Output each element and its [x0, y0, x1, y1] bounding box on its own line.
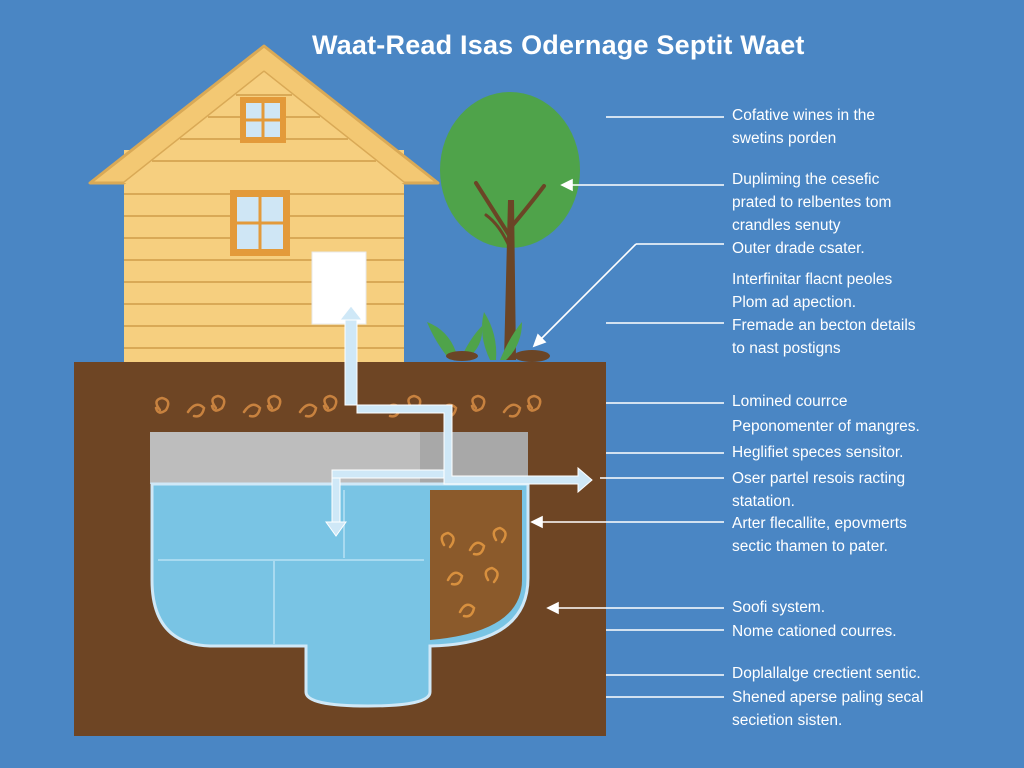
house [88, 44, 440, 362]
label-2: Dupliming the cesefic prated to relbente… [732, 171, 892, 257]
arrow-up-icon [338, 305, 364, 321]
arrow-down-icon [325, 521, 347, 537]
small-plants [427, 312, 550, 362]
attic-window [240, 97, 286, 143]
septic-tank [150, 482, 530, 708]
label-10: Nome cationed courres. [732, 623, 897, 640]
pipe-flow [325, 305, 593, 537]
label-9: Soofi system. [732, 599, 826, 616]
label-1: Cofative wines in the swetins porden [732, 107, 876, 147]
label-7: Oser partel resois racting statation. [732, 470, 906, 510]
label-4: Lomined courrce [732, 393, 848, 410]
label-6: Heglifiet speces sensitor. [732, 444, 904, 461]
label-5: Peponomenter of mangres. [732, 418, 920, 435]
leader-lines [530, 116, 724, 698]
label-12: Shened aperse paling secal secietion sis… [732, 689, 924, 729]
tree [440, 92, 580, 360]
label-3: Interfinitar flacnt peoles Plom ad apect… [732, 271, 916, 357]
house-door [311, 251, 367, 325]
arrow-left-icon [560, 178, 573, 192]
label-8: Arter flecallite, epovmerts sectic thame… [732, 515, 907, 555]
house-window [230, 190, 290, 256]
label-11: Doplallalge crectient sentic. [732, 665, 921, 682]
diagram-title: Waat-Read Isas Odernage Septit Waet [312, 30, 805, 60]
